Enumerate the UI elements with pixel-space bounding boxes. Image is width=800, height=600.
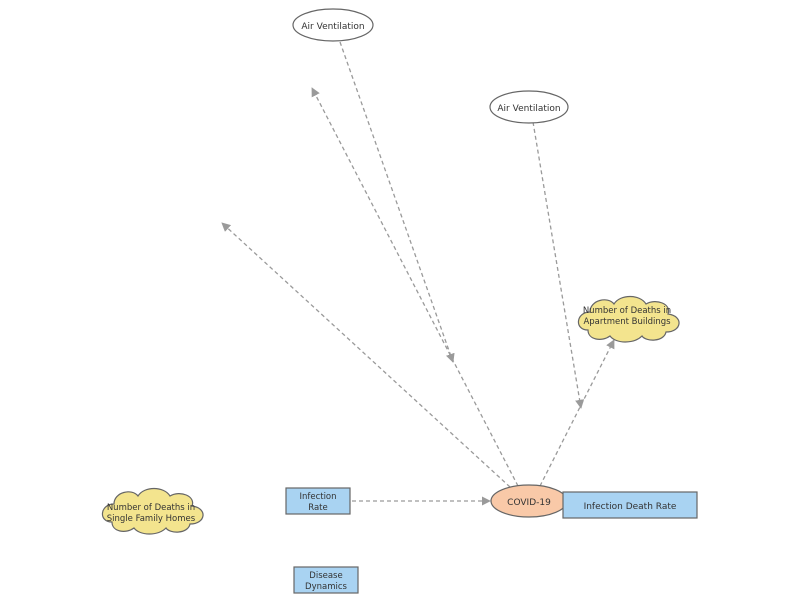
- node-label: Infection Death Rate: [584, 502, 677, 512]
- node-label-line1: Number of Deaths in: [583, 306, 671, 316]
- node-covid-19[interactable]: COVID-19: [490, 484, 568, 518]
- edges: [221, 41, 615, 506]
- node-label: Air Ventilation: [497, 104, 560, 114]
- node-disease-dynamics[interactable]: Disease Dynamics: [293, 566, 359, 594]
- node-label-line1: Disease: [309, 571, 342, 581]
- edge-covid-to-apartment-deaths[interactable]: [539, 339, 615, 487]
- edge-air-ventilation-1[interactable]: [339, 41, 455, 363]
- node-infection-rate[interactable]: Infection Rate: [285, 487, 351, 515]
- node-label-line2: Single Family Homes: [107, 514, 196, 524]
- edge-air-ventilation-2[interactable]: [532, 121, 585, 409]
- node-air-ventilation-1[interactable]: Air Ventilation: [292, 8, 374, 42]
- node-air-ventilation-2[interactable]: Air Ventilation: [489, 90, 569, 124]
- edge-covid-to-up-left[interactable]: [311, 87, 519, 487]
- cloud-shape: [101, 487, 204, 535]
- node-label: Air Ventilation: [301, 22, 364, 32]
- node-label-line2: Dynamics: [305, 582, 347, 592]
- node-label-line2: Apartment Buildings: [583, 317, 671, 327]
- edge-covid-to-left[interactable]: [221, 222, 511, 488]
- node-label-line1: Infection: [299, 492, 336, 502]
- cloud-shape: [577, 295, 680, 343]
- node-label-line2: Rate: [308, 503, 328, 513]
- node-deaths-single-family-homes[interactable]: Number of Deaths in Single Family Homes: [101, 487, 204, 535]
- node-label: COVID-19: [507, 498, 551, 508]
- node-label-line1: Number of Deaths in: [107, 503, 195, 513]
- node-deaths-apartment-buildings[interactable]: Number of Deaths in Apartment Buildings: [577, 295, 680, 343]
- node-infection-death-rate[interactable]: Infection Death Rate: [562, 491, 698, 519]
